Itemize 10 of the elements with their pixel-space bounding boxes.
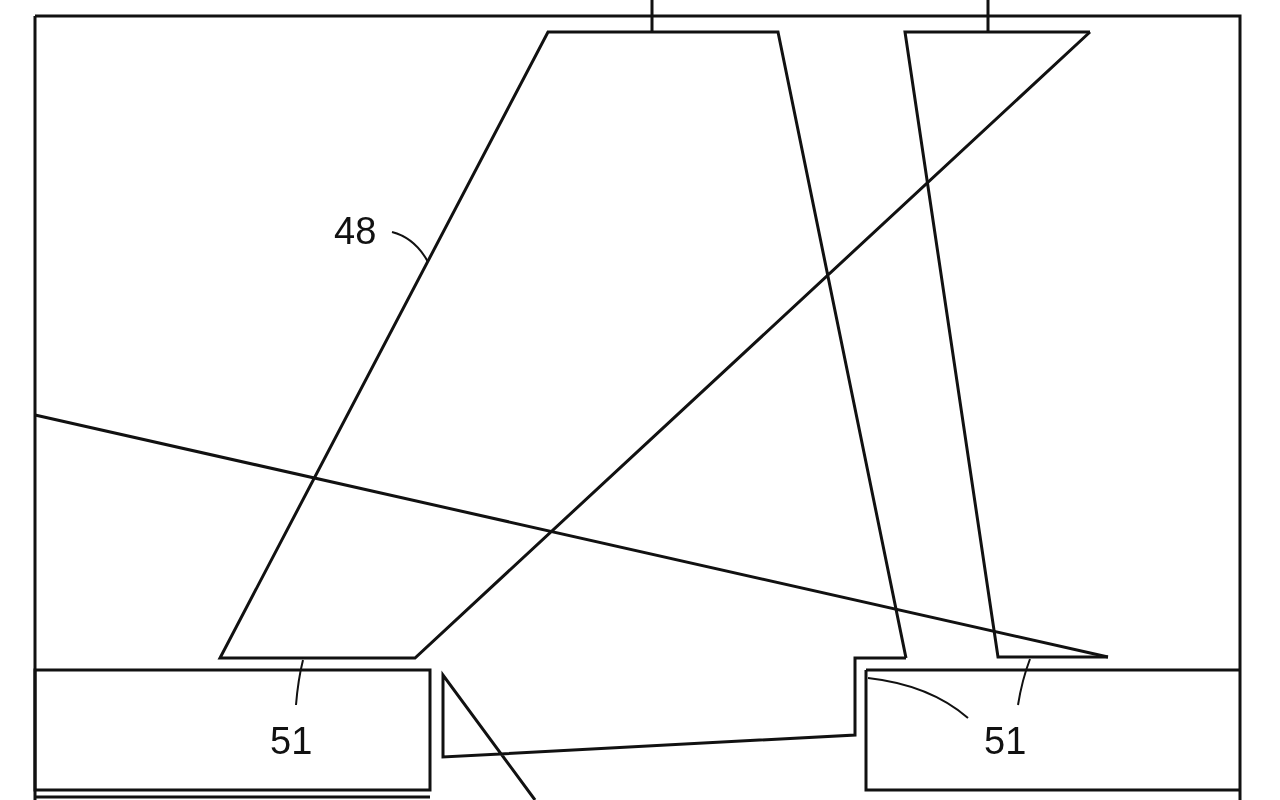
callout-number: 48 — [334, 212, 377, 250]
callout-number: 51 — [984, 722, 1027, 760]
trapezoid-part — [218, 30, 1092, 660]
wedge-part — [903, 30, 1110, 659]
stepped-part — [441, 656, 908, 800]
leader-line — [391, 231, 429, 263]
leader-line — [867, 677, 969, 719]
callout-number: 51 — [270, 722, 313, 760]
leader-line — [1017, 658, 1031, 706]
leader-line — [295, 659, 304, 706]
